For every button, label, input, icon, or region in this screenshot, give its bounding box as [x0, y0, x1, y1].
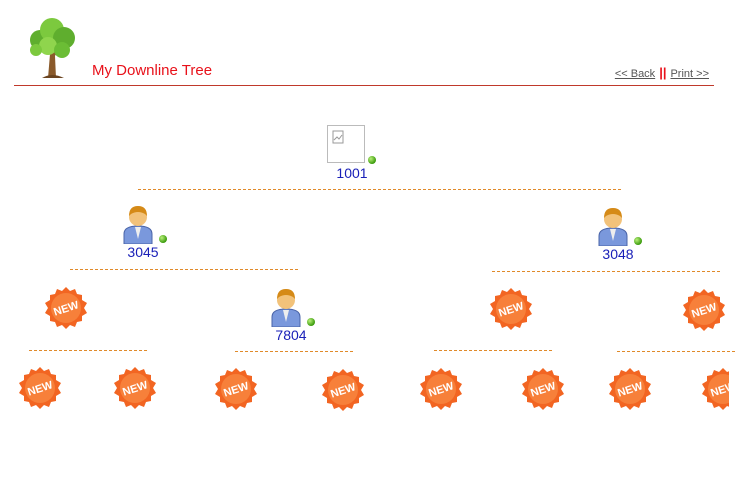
print-link[interactable]: Print >> — [670, 68, 709, 80]
root-member-id[interactable]: 1001 — [336, 165, 368, 181]
connector-level1 — [138, 189, 621, 190]
member-7804-person-icon[interactable] — [269, 287, 303, 328]
member-3045-id[interactable]: 3045 — [127, 244, 159, 260]
header-nav: << Back||Print >> — [615, 65, 709, 80]
new-badge-icon[interactable]: NEW — [44, 286, 88, 330]
new-badge-icon[interactable]: NEW — [18, 366, 62, 410]
new-badge-icon[interactable]: NEW — [682, 288, 726, 332]
connector-level3-b — [235, 351, 353, 352]
connector-level2-right — [492, 271, 720, 272]
member-7804-id[interactable]: 7804 — [275, 327, 307, 343]
tree-logo-icon — [24, 16, 80, 80]
new-badge-icon[interactable]: NEW — [419, 367, 463, 411]
connector-level3-c — [434, 350, 552, 351]
member-3048-status-dot — [634, 237, 642, 245]
header-divider — [14, 85, 714, 86]
new-badge-icon[interactable]: NEW — [608, 367, 652, 411]
root-status-dot — [368, 156, 376, 164]
member-3048-person-icon[interactable] — [596, 206, 630, 247]
new-badge-icon[interactable]: NEW — [489, 287, 533, 331]
page-title: My Downline Tree — [92, 62, 213, 79]
nav-separator: || — [659, 65, 667, 80]
new-badge-icon[interactable]: NEW — [701, 367, 729, 411]
connector-level2-left — [70, 269, 298, 270]
back-link[interactable]: << Back — [614, 68, 656, 80]
member-7804-status-dot — [307, 318, 315, 326]
new-badge-icon[interactable]: NEW — [113, 366, 157, 410]
member-3045-person-icon[interactable] — [121, 204, 155, 245]
new-badge-icon[interactable]: NEW — [521, 367, 565, 411]
member-3048-id[interactable]: 3048 — [602, 246, 634, 262]
new-badge-icon[interactable]: NEW — [321, 368, 365, 412]
connector-level3-d — [617, 351, 735, 352]
new-badge-clip: NEW — [701, 367, 729, 411]
root-member-broken-image-icon[interactable] — [327, 125, 365, 163]
new-badge-icon[interactable]: NEW — [214, 367, 258, 411]
member-3045-status-dot — [159, 235, 167, 243]
connector-level3-a — [29, 350, 147, 351]
